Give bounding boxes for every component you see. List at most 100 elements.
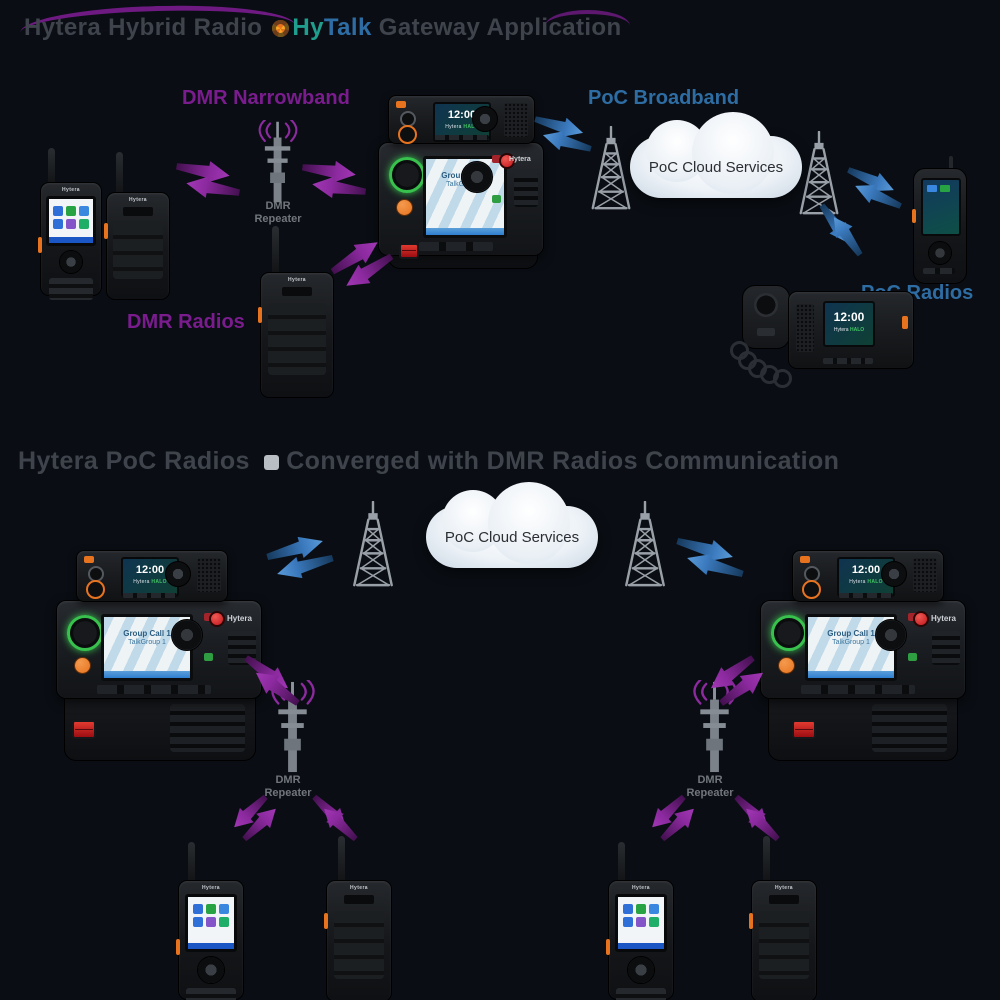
brand-logo: Hytera — [227, 614, 252, 623]
antenna — [618, 842, 625, 884]
brand-logo: Hytera — [632, 885, 650, 891]
dmr-mobile-radio: Group Call 1 TalkGroup 1 Hytera — [760, 600, 966, 699]
hytalk-logo-icon — [272, 20, 290, 37]
red-key — [908, 613, 917, 621]
label-poc-broadband: PoC Broadband — [588, 87, 740, 109]
halo-control-head: 12:00 Hytera HALO — [76, 550, 228, 602]
coiled-cord — [773, 369, 792, 388]
dmr-repeater-icon — [258, 680, 328, 774]
poc-cloud: PoC Cloud Services — [426, 482, 598, 568]
dmr-handheld-radio: Hytera — [606, 842, 674, 1000]
halo-control-head: 12:00 Hytera HALO — [792, 550, 944, 602]
power-rocker-switch — [72, 720, 96, 739]
mic-button — [757, 328, 775, 336]
front-panel — [759, 911, 809, 979]
dmr-handheld-radio: Hytera — [749, 836, 817, 1000]
brand-logo: Hytera — [931, 614, 956, 623]
power-rocker-switch — [399, 243, 419, 259]
dmr-handheld-radio: Hytera — [176, 842, 244, 1000]
repeater-label: DMR Repeater — [686, 774, 734, 799]
dmr-repeater-icon — [243, 120, 313, 204]
power-knob-green — [771, 615, 807, 651]
speaker-grille — [514, 173, 538, 207]
function-keys — [419, 242, 493, 251]
speaker-grille — [932, 631, 960, 665]
speaker-grille — [796, 304, 814, 352]
dpad — [171, 619, 203, 651]
antenna — [188, 842, 195, 884]
dpad — [197, 956, 225, 984]
antenna — [763, 836, 770, 884]
orange-button — [800, 556, 810, 563]
speaker-grille — [504, 103, 528, 137]
orange-button — [778, 657, 795, 674]
antenna — [272, 226, 279, 276]
brand-logo: Hytera — [129, 197, 147, 203]
ptt-button — [912, 209, 916, 223]
halo-control-head: 12:00 Hytera HALO — [388, 95, 535, 144]
mobile-screen: Group Call 1 TalkGroup 1 — [805, 614, 897, 681]
orange-button — [396, 101, 406, 108]
brand-suffix: Talk — [323, 14, 372, 41]
display-slot — [769, 895, 799, 904]
dmr-mobile-radio: Group Call 1 TalkGroup 1 Hytera — [56, 600, 262, 699]
title-text: Hytera PoC Radios — [18, 447, 258, 475]
power-knob-green — [389, 157, 425, 193]
red-key — [204, 613, 213, 621]
channel-knob — [165, 561, 191, 587]
dpad — [461, 161, 493, 193]
antenna — [48, 148, 55, 186]
ptt-button — [104, 223, 108, 239]
dmr-handheld-radio: Hytera — [258, 226, 334, 398]
title-text: Hytera Hybrid Radio — [24, 14, 270, 41]
dmr-handheld-radio: Hytera — [38, 148, 102, 300]
function-keys — [435, 135, 489, 140]
front-panel — [268, 303, 326, 375]
ptt-button — [606, 939, 610, 955]
keypad — [49, 278, 93, 300]
display-slot — [282, 287, 312, 296]
poc-mobile-screen: 12:00 Hytera HALO — [823, 301, 875, 347]
brand-logo: Hytera — [288, 277, 306, 283]
antenna — [949, 156, 953, 170]
lte-tower-icon — [344, 501, 402, 587]
section-title-bottom: Hytera PoC Radios Converged with DMR Rad… — [18, 447, 839, 476]
keypad — [186, 988, 236, 1000]
orange-button — [84, 556, 94, 563]
poc-screen — [921, 178, 961, 236]
channel-knob — [881, 561, 907, 587]
dpad — [627, 956, 655, 984]
radio-screen — [615, 894, 667, 952]
mic-speaker — [754, 293, 778, 317]
brand-logo: Hytera — [509, 156, 531, 163]
dpad — [875, 619, 907, 651]
emergency-button — [499, 153, 515, 169]
brand-prefix: Hy — [292, 14, 324, 41]
radio-chassis — [64, 695, 256, 761]
dmr-mobile-radio: Group Call 1 TalkGroup 1 Hytera — [378, 142, 544, 256]
red-key — [492, 155, 501, 163]
ptt-button — [38, 237, 42, 253]
orange-button — [396, 199, 413, 216]
display-slot — [344, 895, 374, 904]
channel-knob — [472, 106, 498, 132]
title-swoosh-decoration-2 — [545, 10, 630, 26]
title-text-2: Converged with DMR Radios Communication — [286, 447, 840, 475]
front-panel — [334, 911, 384, 979]
antenna — [116, 152, 123, 196]
dmr-handheld-radio: Hytera — [104, 152, 170, 300]
radio-screen — [46, 196, 96, 246]
repeater-label: DMR Repeater — [264, 774, 312, 799]
green-key — [492, 195, 501, 203]
function-keys — [97, 685, 211, 694]
volume-knob — [86, 580, 105, 599]
front-panel — [113, 223, 163, 279]
display-slot — [123, 207, 153, 216]
power-knob-green — [67, 615, 103, 651]
label-dmr-narrowband: DMR Narrowband — [182, 87, 350, 109]
title-text-2: Gateway Application — [371, 14, 622, 41]
brand-logo: Hytera — [775, 885, 793, 891]
volume-knob — [802, 580, 821, 599]
label-dmr-radios: DMR Radios — [127, 311, 245, 333]
